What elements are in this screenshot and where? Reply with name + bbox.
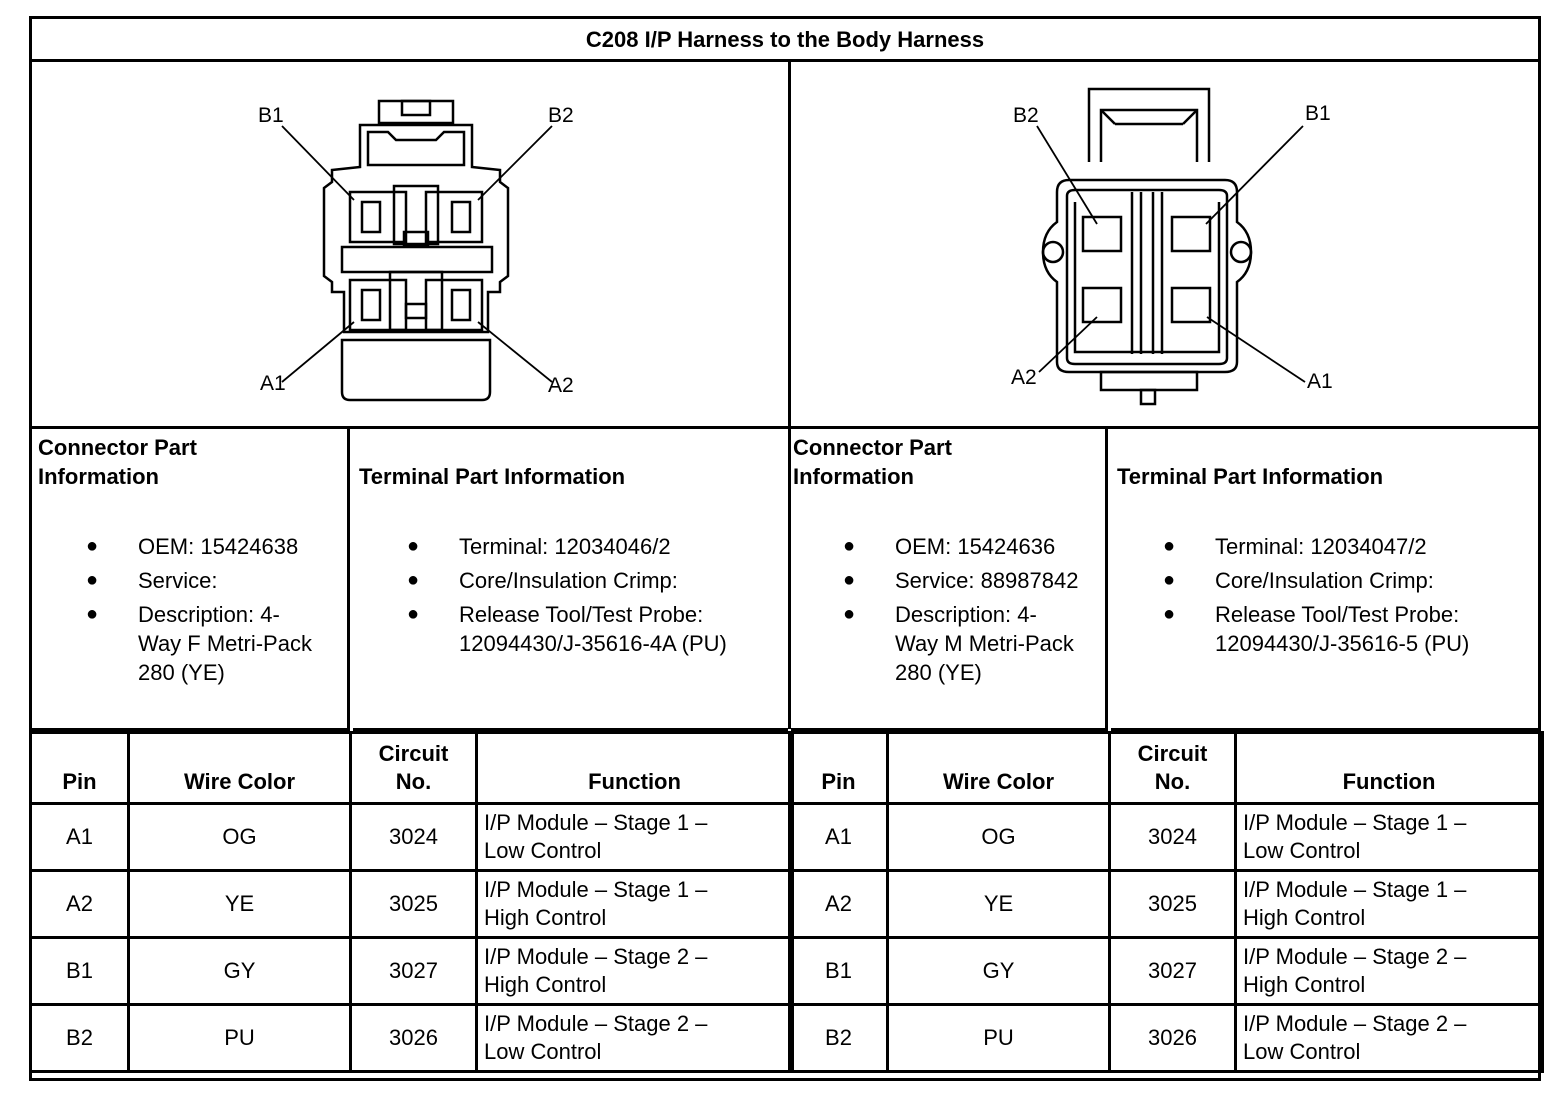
function-cell: I/P Module – Stage 2 –High Control (475, 936, 794, 1006)
function-cell: I/P Module – Stage 1 –Low Control (1234, 802, 1544, 872)
wire-color-cell: GY (886, 936, 1111, 1006)
list-item: ●Release Tool/Test Probe: (1163, 602, 1460, 627)
function-cell: I/P Module – Stage 1 –Low Control (475, 802, 794, 872)
table-row: A2 YE 3025 I/P Module – Stage 1 –High Co… (788, 869, 1544, 939)
table-row: A1 OG 3024 I/P Module – Stage 1 –Low Con… (788, 802, 1544, 872)
pin-label-a1: A1 (260, 372, 286, 395)
wire-color-header: Wire Color (886, 731, 1111, 805)
circuit-cell: 3026 (349, 1003, 478, 1073)
list-item: 12094430/J-35616-4A (PU) (459, 631, 727, 656)
list-item: ●Core/Insulation Crimp: (407, 568, 678, 593)
list-item: 12094430/J-35616-5 (PU) (1215, 631, 1470, 656)
connector-sheet: C208 I/P Harness to the Body Harness (29, 16, 1544, 1081)
list-item: ●Terminal: 12034047/2 (1163, 534, 1427, 559)
pin-label-a2: A2 (548, 374, 574, 397)
function-header: Function (475, 731, 794, 805)
female-terminal-part-info: Terminal Part Information ●Terminal: 120… (353, 429, 788, 731)
circuit-cell: 3025 (349, 869, 478, 939)
table-row: B1 GY 3027 I/P Module – Stage 2 –High Co… (788, 936, 1544, 1006)
pin-cell: A1 (788, 802, 889, 872)
list-item: Way M Metri-Pack (895, 631, 1074, 656)
wire-color-cell: OG (127, 802, 352, 872)
function-cell: I/P Module – Stage 1 –High Control (1234, 869, 1544, 939)
male-terminal-info-list: ●Terminal: 12034047/2 ●Core/Insulation C… (1163, 532, 1535, 663)
female-connector-info-list: ●OEM: 15424638 ●Service: ●Description: 4… (86, 532, 346, 692)
wire-color-cell: OG (886, 802, 1111, 872)
male-connector-part-info: Connector Part Information ●OEM: 1542463… (791, 429, 1108, 731)
table-row: A1 OG 3024 I/P Module – Stage 1 –Low Con… (29, 802, 794, 872)
list-item: ●Description: 4- (843, 602, 1037, 627)
center-divider (788, 62, 791, 729)
pin-cell: A2 (788, 869, 889, 939)
pin-cell: B1 (29, 936, 130, 1006)
table-row: A2 YE 3025 I/P Module – Stage 1 –High Co… (29, 869, 794, 939)
female-connector-part-info: Connector Part Information ●OEM: 1542463… (32, 429, 350, 731)
wire-color-cell: GY (127, 936, 352, 1006)
pin-label-b1-male: B1 (1305, 102, 1331, 125)
pin-header: Pin (29, 731, 130, 805)
pin-label-a1-male: A1 (1307, 370, 1333, 393)
pin-label-a2-male: A2 (1011, 366, 1037, 389)
circuit-cell: 3024 (349, 802, 478, 872)
list-item: Way F Metri-Pack (138, 631, 312, 656)
pin-label-b2: B2 (548, 104, 574, 127)
table-row: B2 PU 3026 I/P Module – Stage 2 –Low Con… (29, 1003, 794, 1073)
function-header: Function (1234, 731, 1544, 805)
list-item: ●Service: 88987842 (843, 568, 1079, 593)
pin-cell: B1 (788, 936, 889, 1006)
pin-label-b2-male: B2 (1013, 104, 1039, 127)
male-connector-diagram: B2 B1 A2 A1 (791, 62, 1538, 429)
wire-color-cell: PU (886, 1003, 1111, 1073)
circuit-cell: 3027 (1108, 936, 1237, 1006)
male-connector-info-list: ●OEM: 15424636 ●Service: 88987842 ●Descr… (843, 532, 1105, 692)
page-title: C208 I/P Harness to the Body Harness (32, 19, 1538, 62)
list-item: ●Core/Insulation Crimp: (1163, 568, 1434, 593)
list-item: ●Release Tool/Test Probe: (407, 602, 704, 627)
circuit-cell: 3026 (1108, 1003, 1237, 1073)
wire-color-header: Wire Color (127, 731, 352, 805)
circuit-cell: 3024 (1108, 802, 1237, 872)
list-item: ●OEM: 15424636 (843, 534, 1056, 559)
female-connector-diagram: B1 B2 A1 A2 (32, 62, 788, 429)
male-connector-drawing: B2 B1 A2 A1 (1011, 87, 1333, 406)
list-item: ●Terminal: 12034046/2 (407, 534, 671, 559)
pin-header: Pin (788, 731, 889, 805)
circuit-cell: 3027 (349, 936, 478, 1006)
list-item: ●Description: 4- (86, 602, 280, 627)
circuit-cell: 3025 (1108, 869, 1237, 939)
list-item: 280 (YE) (895, 660, 982, 685)
pin-cell: A2 (29, 869, 130, 939)
pin-label-b1: B1 (258, 104, 284, 127)
connector-info-heading: Connector Part Information (793, 435, 952, 489)
female-connector-drawing: B1 B2 A1 A2 (258, 99, 574, 402)
wire-color-cell: PU (127, 1003, 352, 1073)
table-row: B1 GY 3027 I/P Module – Stage 2 –High Co… (29, 936, 794, 1006)
table-row: B2 PU 3026 I/P Module – Stage 2 –Low Con… (788, 1003, 1544, 1073)
male-terminal-part-info: Terminal Part Information ●Terminal: 120… (1111, 429, 1538, 731)
pin-cell: B2 (788, 1003, 889, 1073)
function-cell: I/P Module – Stage 2 –Low Control (475, 1003, 794, 1073)
terminal-info-heading: Terminal Part Information (359, 464, 626, 489)
list-item: ●OEM: 15424638 (86, 534, 299, 559)
connector-info-heading: Connector Part Information (38, 435, 197, 489)
function-cell: I/P Module – Stage 2 –Low Control (1234, 1003, 1544, 1073)
female-terminal-info-list: ●Terminal: 12034046/2 ●Core/Insulation C… (407, 532, 787, 663)
function-cell: I/P Module – Stage 1 –High Control (475, 869, 794, 939)
terminal-info-heading: Terminal Part Information (1117, 464, 1384, 489)
list-item: ●Service: (86, 568, 218, 593)
function-cell: I/P Module – Stage 2 –High Control (1234, 936, 1544, 1006)
pin-cell: A1 (29, 802, 130, 872)
wire-color-cell: YE (127, 869, 352, 939)
pin-cell: B2 (29, 1003, 130, 1073)
wire-color-cell: YE (886, 869, 1111, 939)
list-item: 280 (YE) (138, 660, 225, 685)
